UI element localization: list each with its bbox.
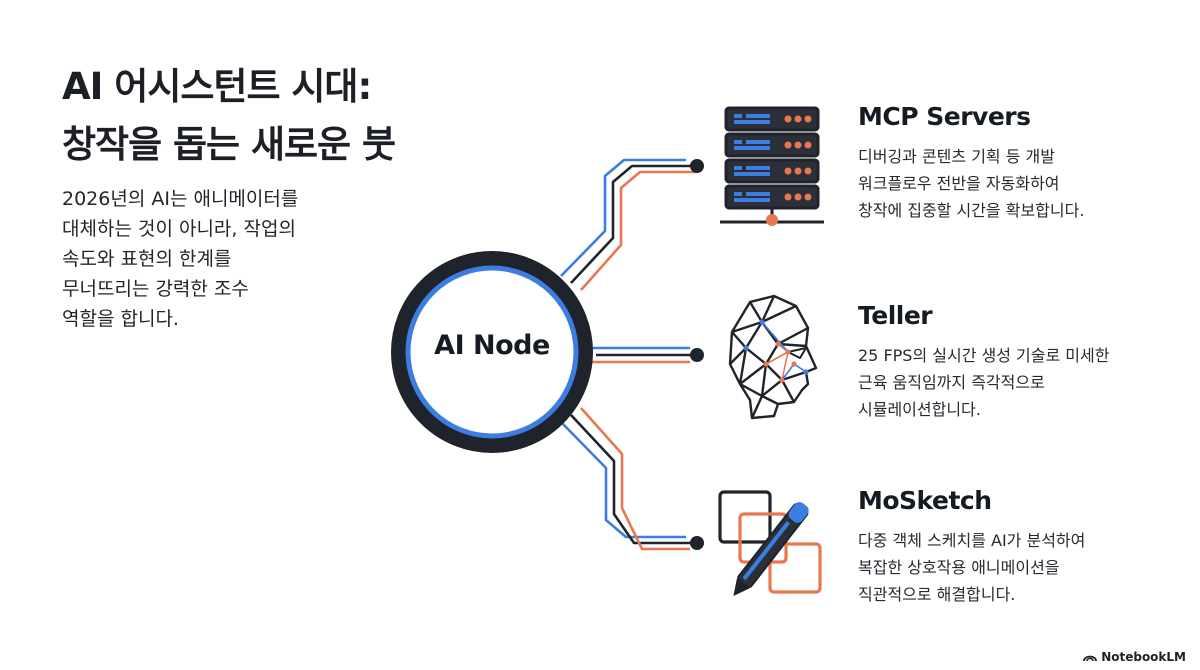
connector-middle — [592, 346, 696, 364]
connector-bottom-blue — [560, 421, 686, 539]
feature-description-line: 근육 움직임까지 즉각적으로 — [858, 373, 1045, 392]
feature-description-line: 디버깅과 콘텐츠 기획 등 개발 — [858, 147, 1055, 166]
connector-top — [560, 158, 696, 291]
feature-mcp-servers: MCP Servers 디버깅과 콘텐츠 기획 등 개발 워크플로우 전반을 자… — [858, 102, 1188, 224]
title-line-2: 창작을 돕는 새로운 붓 — [62, 123, 396, 166]
ai-node-hub — [391, 251, 593, 453]
feature-description-line: 다중 객체 스케치를 AI가 분석하여 — [858, 531, 1086, 550]
feature-teller: Teller 25 FPS의 실시간 생성 기술로 미세한 근육 움직임까지 즉… — [858, 301, 1188, 423]
connector-top-blue — [560, 158, 686, 277]
feature-description-line: 워크플로우 전반을 자동화하여 — [858, 174, 1060, 193]
feature-description-line: 직관적으로 해결합니다. — [858, 585, 1016, 604]
feature-description-line: 복잡한 상호작용 애니메이션을 — [858, 558, 1060, 577]
terminal-dot-middle — [690, 348, 704, 362]
feature-title: Teller — [858, 301, 933, 330]
page-title: AI 어시스턴트 시대: 창작을 돕는 새로운 붓 — [62, 58, 482, 174]
pen-sketch-icon — [718, 490, 822, 597]
connector-top-dark — [570, 164, 696, 284]
connector-top-orange — [580, 170, 696, 291]
intro-line: 속도와 표현의 한계를 — [62, 248, 232, 270]
hub-label: AI Node — [434, 330, 550, 361]
feature-description-line: 창작에 집중할 시간을 확보합니다. — [858, 201, 1085, 220]
face-wireframe-icon — [728, 294, 818, 420]
terminal-dot-bottom — [690, 536, 704, 550]
notebooklm-brand: NotebookLM — [1083, 650, 1186, 664]
intro-line: 2026년의 AI는 애니메이터를 — [62, 188, 299, 210]
connector-bottom-dark — [570, 414, 696, 545]
connector-bottom — [560, 407, 696, 551]
notebooklm-logo-icon — [1083, 655, 1098, 662]
feature-title: MCP Servers — [858, 102, 1031, 131]
feature-description-line: 25 FPS의 실시간 생성 기술로 미세한 — [858, 346, 1110, 365]
intro-line: 역할을 합니다. — [62, 308, 179, 330]
feature-mosketch: MoSketch 다중 객체 스케치를 AI가 분석하여 복잡한 상호작용 애니… — [858, 486, 1188, 608]
connector-bottom-orange — [580, 407, 690, 551]
title-line-1: AI 어시스턴트 시대: — [62, 65, 372, 108]
intro-line: 무너뜨리는 강력한 조수 — [62, 278, 249, 300]
terminal-dot-top — [690, 159, 704, 173]
feature-title: MoSketch — [858, 486, 992, 515]
server-icon — [720, 106, 824, 226]
feature-description-line: 시뮬레이션합니다. — [858, 400, 981, 419]
intro-line: 대체하는 것이 아니라, 작업의 — [62, 218, 296, 240]
brand-label: NotebookLM — [1101, 650, 1186, 664]
intro-paragraph: 2026년의 AI는 애니메이터를 대체하는 것이 아니라, 작업의 속도와 표… — [62, 184, 362, 334]
